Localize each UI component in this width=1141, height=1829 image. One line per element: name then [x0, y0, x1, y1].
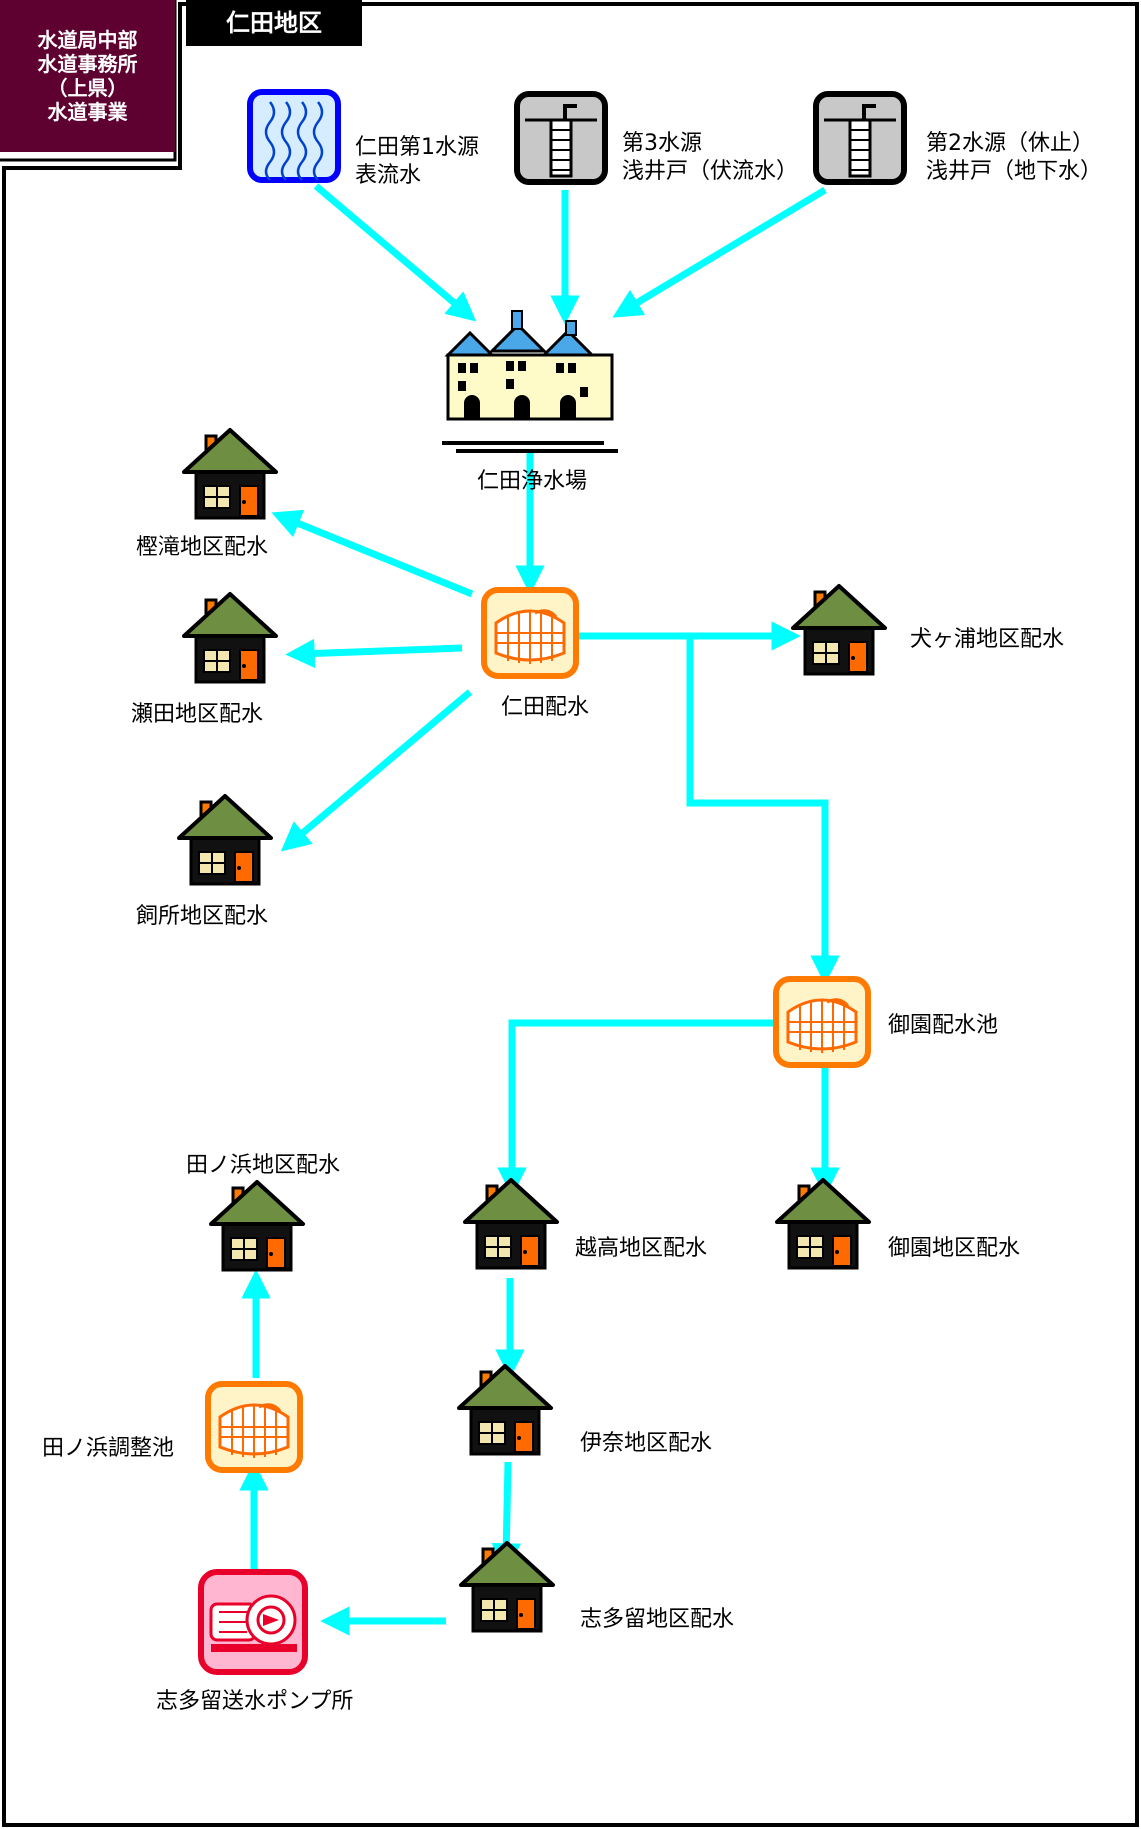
reservoir-misono-label: 御園配水池 [888, 1013, 999, 1038]
house-icon-etaka [463, 1178, 559, 1270]
arrow-nita-to-misono [686, 636, 840, 985]
arrow-misono-to-etaka [497, 1019, 774, 1197]
plant-label: 仁田浄水場 [477, 469, 588, 494]
district-misono-label: 御園地区配水 [888, 1236, 1021, 1261]
house-icon-kashidaki [182, 428, 278, 520]
well-icon-source3 [517, 94, 605, 182]
source2-label: 第2水源（休止） 浅井戸（地下水） [926, 131, 1103, 184]
organization-label: 水道局中部 水道事務所 （上県） 水道事業 [0, 0, 175, 152]
river-water-icon [247, 89, 341, 183]
water-tank-icon-tanohama [208, 1384, 300, 1470]
pump-icon [198, 1569, 308, 1675]
district-inugaura-label: 犬ヶ浦地区配水 [910, 627, 1065, 652]
house-icon-inugaura [791, 584, 887, 676]
source3-label: 第3水源 浅井戸（伏流水） [622, 131, 799, 184]
district-kaisho-label: 飼所地区配水 [136, 904, 269, 929]
reservoir-nita-label: 仁田配水 [501, 695, 590, 720]
well-icon-source2 [816, 94, 904, 182]
reservoir-tanohama-label: 田ノ浜調整池 [42, 1436, 175, 1461]
district-tanohama-label: 田ノ浜地区配水 [186, 1153, 341, 1178]
arrow-source1-to-plant [313, 183, 477, 322]
house-icon-kaisho [177, 794, 273, 886]
arrow-source2-to-plant [612, 186, 827, 318]
district-kashidaki-label: 樫滝地区配水 [136, 535, 269, 560]
house-icon-tanohama [209, 1180, 305, 1272]
district-shitaru-label: 志多留地区配水 [580, 1607, 735, 1632]
flow-arrows [239, 183, 840, 1636]
source1-label: 仁田第1水源 表流水 [355, 135, 479, 188]
house-icon-seta [182, 592, 278, 684]
district-tab: 仁田地区 [186, 0, 362, 46]
arrow-nita-to-kaisho [280, 689, 473, 852]
district-ina-label: 伊奈地区配水 [580, 1431, 713, 1456]
house-icon-shitaru [459, 1541, 555, 1633]
arrow-nita-to-kashidaki [271, 509, 474, 598]
water-treatment-plant-icon [442, 310, 618, 453]
arrow-nita-to-seta [285, 638, 463, 669]
pump-label: 志多留送水ポンプ所 [156, 1689, 354, 1714]
water-tank-icon-nita [484, 590, 576, 676]
district-etaka-label: 越高地区配水 [575, 1236, 708, 1261]
water-tank-icon-misono [776, 979, 868, 1065]
house-icon-misono [775, 1178, 871, 1270]
district-seta-label: 瀬田地区配水 [131, 702, 264, 727]
house-icon-ina [457, 1364, 553, 1456]
